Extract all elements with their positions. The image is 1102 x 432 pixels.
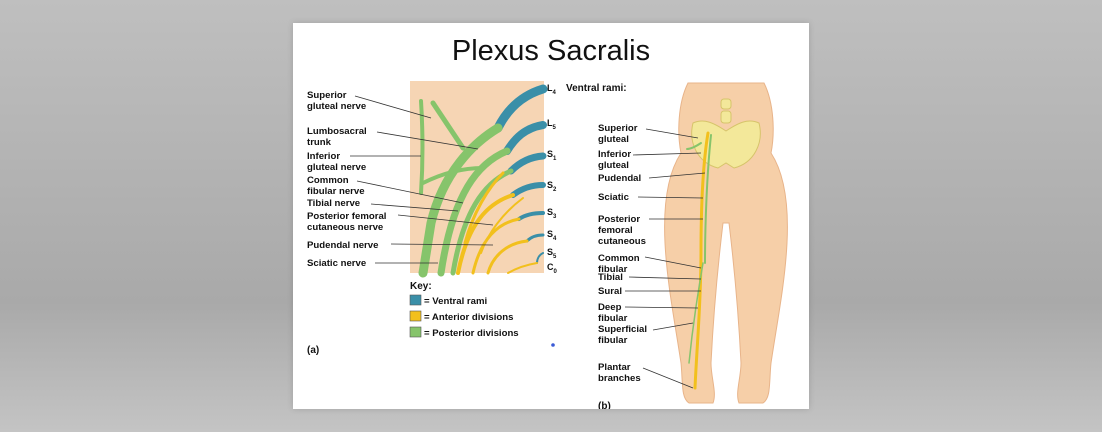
root-label: S5 xyxy=(547,247,557,260)
panel-b-leaders xyxy=(624,128,706,389)
label-b-sural: Sural xyxy=(598,286,622,297)
leg-nerves xyxy=(686,131,712,390)
label-b-tib: Tibial xyxy=(598,272,623,283)
root-label: L4 xyxy=(547,83,557,96)
label-tibial: Tibial nerve xyxy=(307,198,360,209)
caption-a: (a) xyxy=(307,345,319,356)
panel-a-leaders xyxy=(350,95,494,264)
anterior-divisions xyxy=(456,171,538,275)
legend-item-label: = Anterior divisions xyxy=(424,312,513,323)
legend-swatch xyxy=(409,326,422,338)
root-label: L5 xyxy=(547,118,557,131)
panel-a-illustration xyxy=(350,81,548,278)
legend-item-label: = Posterior divisions xyxy=(424,328,519,339)
legend-swatch xyxy=(409,294,422,306)
ventral-rami xyxy=(493,84,548,264)
root-label: S3 xyxy=(547,207,557,220)
legend-swatch xyxy=(409,310,422,322)
legend-item-label: = Ventral rami xyxy=(424,296,487,307)
panel-b-illustration xyxy=(624,82,788,404)
ventral-rami-heading: Ventral rami: xyxy=(566,83,627,94)
root-label: C0 xyxy=(547,262,558,275)
root-label: S1 xyxy=(547,149,557,162)
label-pudendal: Pudendal nerve xyxy=(307,240,378,251)
legend-title: Key: xyxy=(410,281,432,292)
slide: Plexus Sacralis xyxy=(293,23,809,409)
posterior-divisions xyxy=(418,99,514,278)
slide-title: Plexus Sacralis xyxy=(451,35,651,67)
label-sciatic: Sciatic nerve xyxy=(307,258,366,269)
label-b-pud: Pudendal xyxy=(598,173,641,184)
legend: Key: = Ventral rami = Anterior divisions =… xyxy=(409,281,519,339)
label-b-sci: Sciatic xyxy=(598,192,630,203)
dot xyxy=(551,343,555,347)
root-label: S4 xyxy=(547,229,557,242)
caption-b: (b) xyxy=(598,401,611,409)
root-label: S2 xyxy=(547,180,557,193)
